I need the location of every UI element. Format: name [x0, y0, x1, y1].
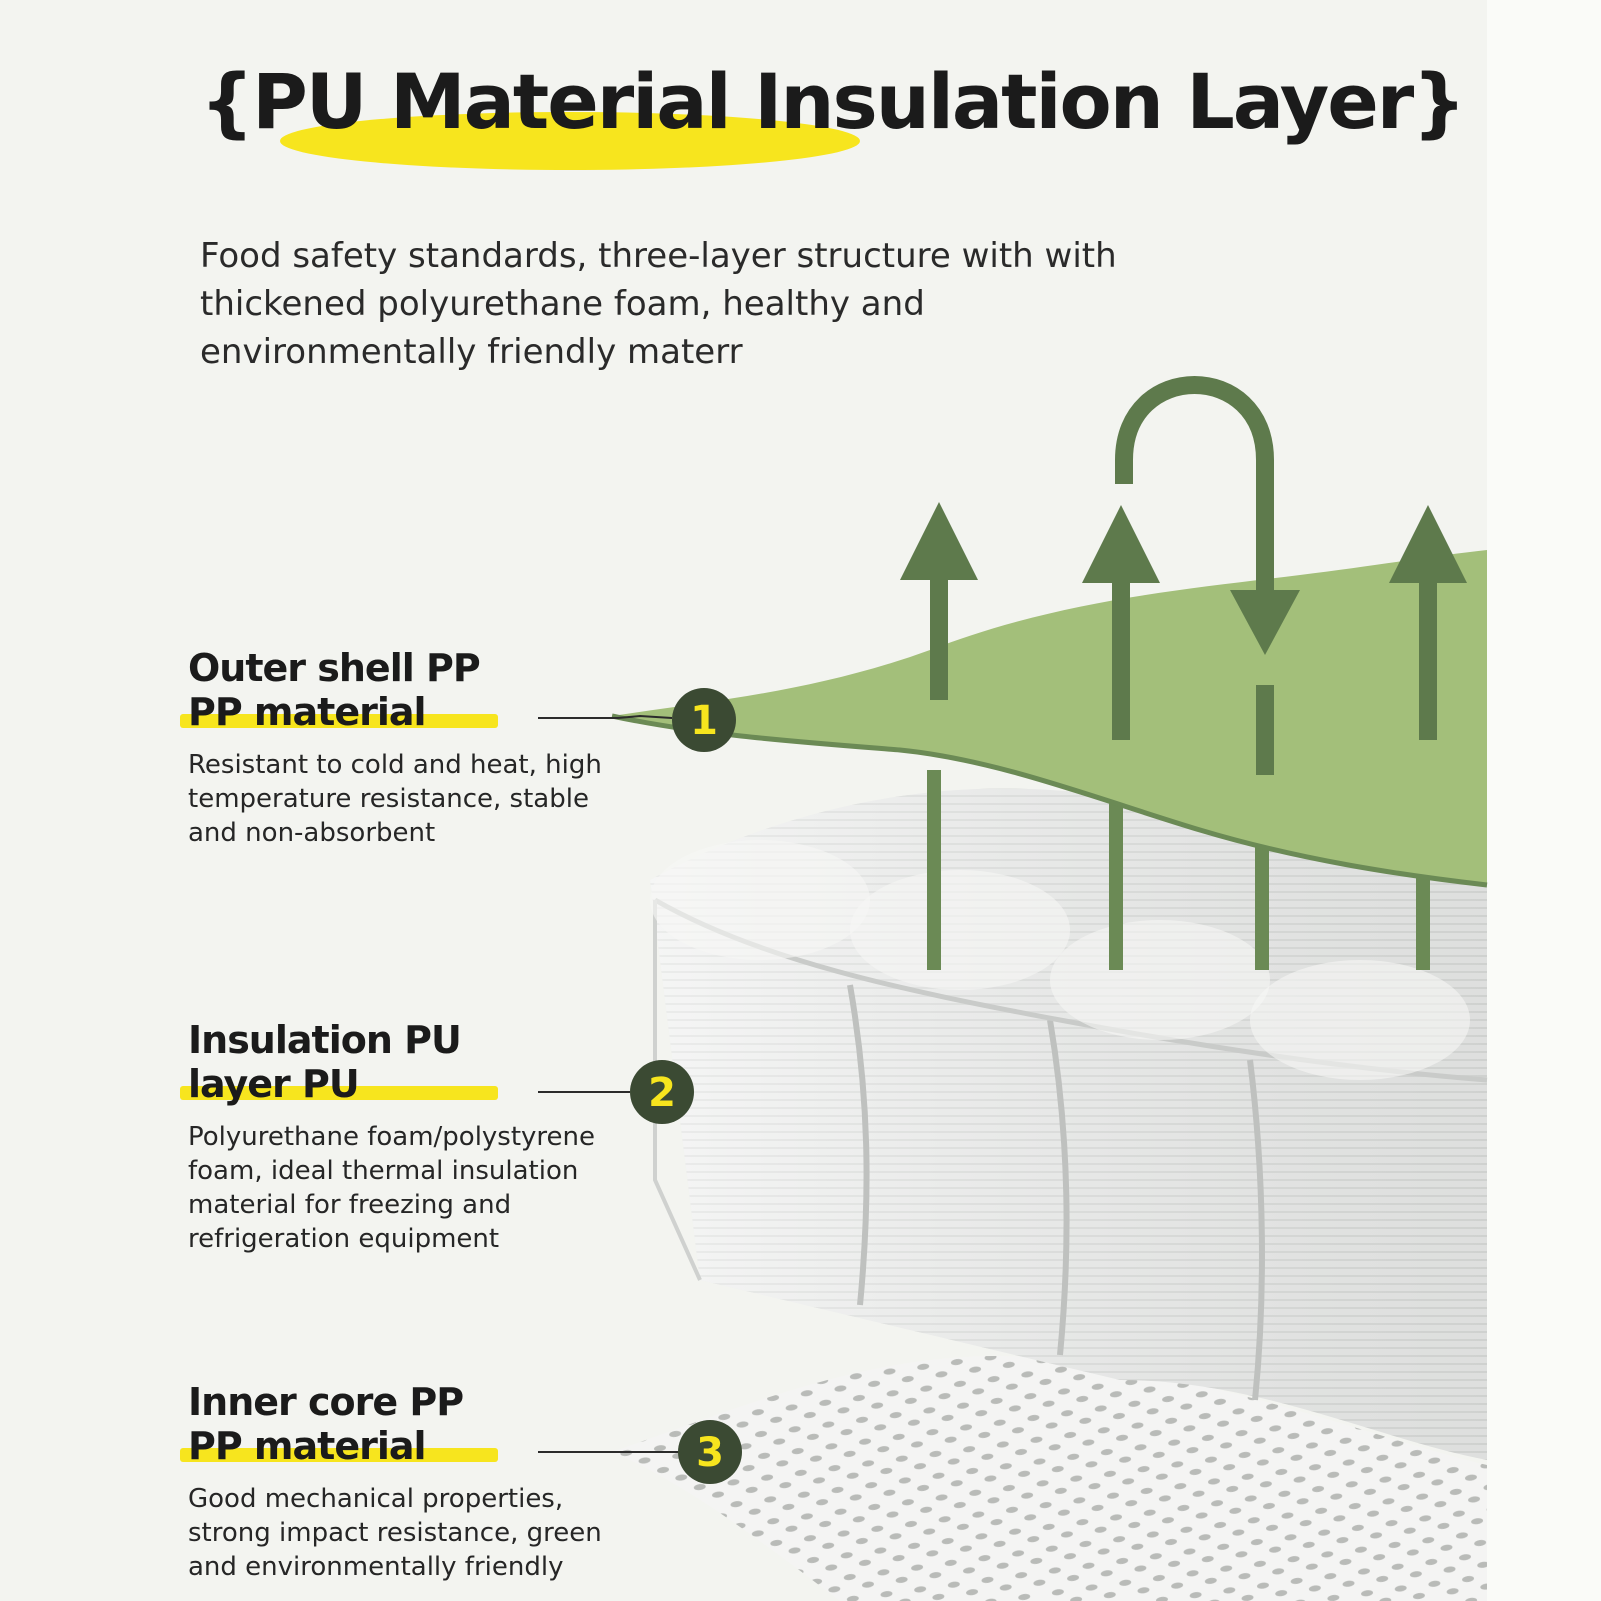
layer-2-description: Polyurethane foam/polystyrene foam, idea…: [188, 1122, 596, 1254]
layer-1-title: Outer shell PP PP material: [180, 646, 628, 734]
layer-3-title-line1: Inner core PP: [188, 1380, 464, 1424]
reflect-arrow-head: [1230, 590, 1300, 655]
layer-1-title-line2: PP material: [188, 690, 427, 734]
layer-1-highlight: [180, 714, 498, 728]
insulation-foam-block: [650, 788, 1488, 1460]
badge-2-number: 2: [648, 1070, 676, 1116]
layer-2-title-line1: Insulation PU: [188, 1018, 462, 1062]
layer-3-title-line2: PP material: [188, 1424, 427, 1468]
badge-2: 2: [630, 1060, 694, 1124]
layer-1-title-line1: Outer shell PP: [188, 646, 481, 690]
layer-1-description: Resistant to cold and heat, high tempera…: [188, 750, 602, 848]
leader-lines: [538, 714, 680, 1453]
reflect-arrow: [1115, 376, 1274, 600]
intro-text: Food safety standards, three-layer struc…: [200, 236, 1117, 372]
layer-3-highlight: [180, 1448, 498, 1462]
heat-up-arrows: [900, 502, 1467, 740]
inner-core-sheet: [612, 1356, 1487, 1601]
badge-1: 1: [672, 688, 736, 752]
layer-2-title-line2: layer PU: [188, 1062, 360, 1106]
layer-2-title: Insulation PU layer PU: [180, 1018, 628, 1106]
layer-3-description: Good mechanical properties, strong impac…: [188, 1484, 602, 1582]
page-title: {PU Material Insulation Layer}: [200, 57, 1466, 146]
layer-insulation: Insulation PU layer PU Polyurethane foam…: [180, 1018, 628, 1256]
layer-3-title: Inner core PP PP material: [180, 1380, 628, 1468]
badge-1-number: 1: [690, 698, 718, 744]
title-area: {PU Material Insulation Layer}: [200, 52, 1466, 182]
badge-3-number: 3: [696, 1430, 724, 1476]
title-highlight: [280, 112, 860, 170]
layer-inner-core: Inner core PP PP material Good mechanica…: [180, 1380, 628, 1584]
layer-outer-shell: Outer shell PP PP material Resistant to …: [180, 646, 628, 850]
badge-3: 3: [678, 1420, 742, 1484]
layer-2-highlight: [180, 1086, 498, 1100]
page-edge: [1487, 0, 1601, 1601]
